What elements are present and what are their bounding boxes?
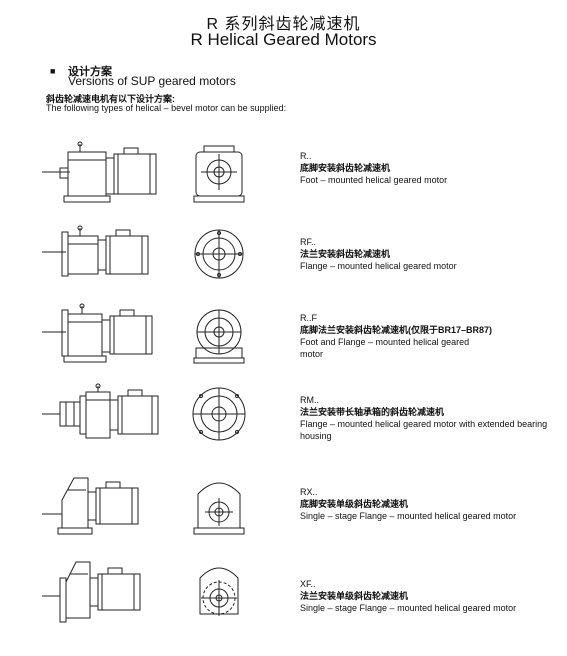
version-code: RM.. <box>300 395 319 405</box>
section-title-chinese: 设计方案 <box>68 66 112 78</box>
version-name-chinese: 法兰安装单级斜齿轮减速机 <box>300 591 409 601</box>
version-name-chinese: 底脚法兰安装斜齿轮减速机(仅限于BR17–BR87) <box>300 325 493 335</box>
single-stage-foot-front-view-drawing <box>193 482 245 535</box>
version-name-chinese: 底脚安装斜齿轮减速机 <box>300 163 391 173</box>
foot-flange-mounted-side-view-drawing <box>42 303 153 363</box>
version-name-english: Single – stage Flange – mounted helical … <box>300 603 517 613</box>
version-name-english: Flange – mounted helical geared motor <box>300 261 457 271</box>
flange-mounted-front-view-drawing <box>194 229 244 279</box>
version-code: XF.. <box>300 579 316 589</box>
version-description-xf: XF.. 法兰安装单级斜齿轮减速机 Single – stage Flange … <box>300 578 560 614</box>
version-description-rf: RF.. 法兰安装斜齿轮减速机 Flange – mounted helical… <box>300 236 560 272</box>
version-row-r: R.. 底脚安装斜齿轮减速机 Foot – mounted helical ge… <box>0 140 567 240</box>
version-row-rm: RM.. 法兰安装带长轴承箱的斜齿轮减速机 Flange – mounted h… <box>0 382 567 482</box>
extended-bearing-front-view-drawing <box>192 387 246 441</box>
extended-bearing-side-view-drawing <box>42 383 159 439</box>
version-row-rx: RX.. 底脚安装单级斜齿轮减速机 Single – stage Flange … <box>0 472 567 572</box>
version-name-english: Foot – mounted helical geared motor <box>300 175 448 185</box>
version-description-r: R.. 底脚安装斜齿轮减速机 Foot – mounted helical ge… <box>300 150 560 186</box>
version-row-rf: RF.. 法兰安装斜齿轮减速机 Flange – mounted helical… <box>0 222 567 322</box>
version-row-xf: XF.. 法兰安装单级斜齿轮减速机 Single – stage Flange … <box>0 556 567 656</box>
version-code: R.. <box>300 151 312 161</box>
intro-text-chinese: 斜齿轮减速电机有以下设计方案: <box>46 94 175 104</box>
foot-mounted-side-view-drawing <box>42 141 157 203</box>
single-stage-flange-side-view-drawing <box>42 561 141 623</box>
version-code: RX.. <box>300 487 318 497</box>
version-name-chinese: 法兰安装带长轴承箱的斜齿轮减速机 <box>300 407 445 417</box>
section-bullet: ■ <box>50 66 56 76</box>
section-title-english: Versions of SUP geared motors <box>68 74 236 88</box>
foot-flange-mounted-front-view-drawing <box>193 309 245 364</box>
page-title-chinese: R 系列斜齿轮减速机 <box>206 16 361 33</box>
version-row-rf-foot-flange: R..F 底脚法兰安装斜齿轮减速机(仅限于BR17–BR87) Foot and… <box>0 302 567 402</box>
version-description-rf-foot-flange: R..F 底脚法兰安装斜齿轮减速机(仅限于BR17–BR87) Foot and… <box>300 312 560 360</box>
flange-mounted-side-view-drawing <box>42 225 149 277</box>
version-code: RF.. <box>300 237 317 247</box>
page-title-english: R Helical Geared Motors <box>190 30 377 49</box>
foot-mounted-front-view-drawing <box>193 145 245 203</box>
version-description-rx: RX.. 底脚安装单级斜齿轮减速机 Single – stage Flange … <box>300 486 560 522</box>
single-stage-flange-front-view-drawing <box>199 567 239 616</box>
version-name-english: Foot and Flange – mounted helical geared… <box>300 337 470 359</box>
version-name-english: Single – stage Flange – mounted helical … <box>300 511 517 521</box>
intro-text-english: The following types of helical – bevel m… <box>46 103 287 113</box>
version-description-rm: RM.. 法兰安装带长轴承箱的斜齿轮减速机 Flange – mounted h… <box>300 394 560 442</box>
version-name-chinese: 法兰安装斜齿轮减速机 <box>300 249 391 259</box>
version-name-english: Flange – mounted helical geared motor wi… <box>300 419 548 441</box>
version-code: R..F <box>300 313 317 323</box>
single-stage-foot-side-view-drawing <box>42 477 139 535</box>
version-name-chinese: 底脚安装单级斜齿轮减速机 <box>300 499 409 509</box>
